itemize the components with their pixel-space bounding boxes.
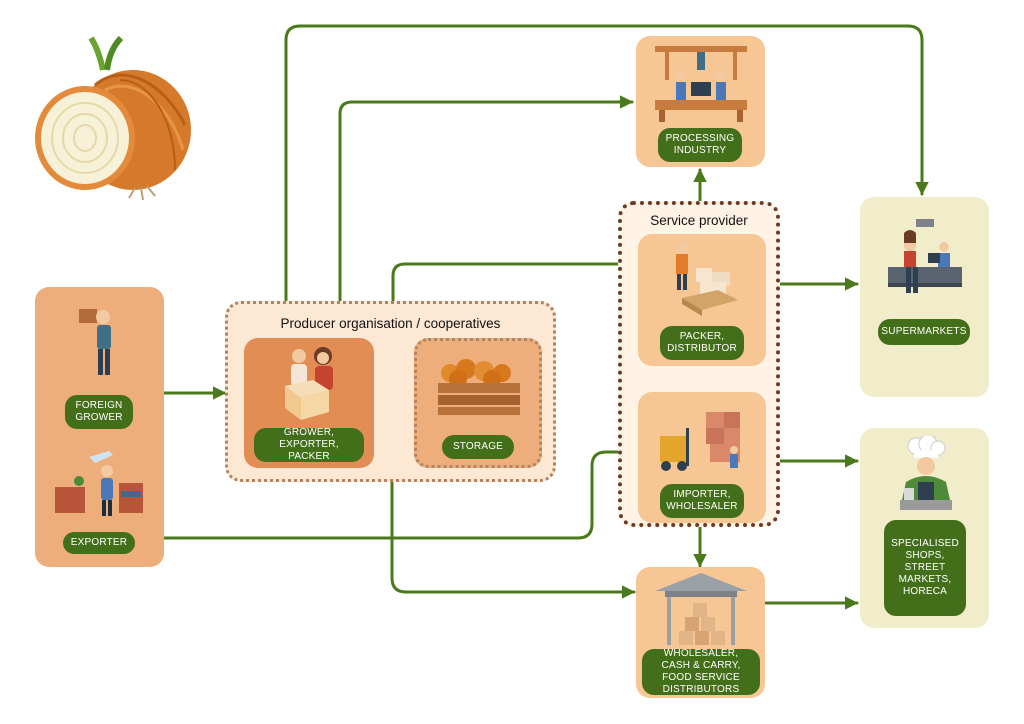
arrow-storage-to-packer: [391, 257, 636, 302]
node-label-storage: STORAGE: [442, 435, 514, 459]
node-label-importer-wholesaler: IMPORTER, WHOLESALER: [660, 484, 744, 518]
node-label-supermarkets: SUPERMARKETS: [878, 319, 970, 345]
node-packer-distributor: PACKER, DISTRIBUTOR: [638, 234, 766, 366]
source-box: FOREIGN GROWER EXPORTER: [35, 287, 164, 567]
arrow-producer-to-processing: [338, 95, 634, 302]
warehouse-boxes-icon: [655, 573, 747, 645]
node-label-packer-distributor: PACKER, DISTRIBUTOR: [660, 326, 744, 360]
onion-icon: [35, 35, 191, 201]
node-grower-exporter-packer: GROWER, EXPORTER, PACKER: [244, 338, 374, 468]
node-wholesaler-cash-carry: WHOLESALER, CASH & CARRY, FOOD SERVICE D…: [636, 567, 765, 698]
node-importer-wholesaler: IMPORTER, WHOLESALER: [638, 392, 766, 523]
producer-group-title: Producer organisation / cooperatives: [280, 316, 501, 331]
node-supermarkets: SUPERMARKETS: [860, 197, 989, 397]
node-label-processing-industry: PROCESSING INDUSTRY: [658, 128, 742, 162]
node-label-exporter: EXPORTER: [63, 532, 135, 554]
workers-packing-box-icon: [285, 347, 333, 420]
service-group-title: Service provider: [650, 213, 748, 228]
node-specialised-shops: SPECIALISED SHOPS, STREET MARKETS, HOREC…: [860, 428, 989, 628]
arrow-exporter-to-importer: [161, 445, 636, 540]
factory-workers-icon: [655, 46, 747, 122]
arrow-producer-to-wholesaler: [390, 480, 636, 599]
node-label-specialised-shops: SPECIALISED SHOPS, STREET MARKETS, HOREC…: [884, 520, 966, 616]
farmer-with-crate-icon: [79, 309, 111, 375]
node-label-foreign-grower: FOREIGN GROWER: [65, 395, 133, 429]
arrow-producer-to-supermarkets: [284, 24, 929, 302]
node-label-grower-exporter-packer: GROWER, EXPORTER, PACKER: [254, 427, 364, 462]
chef-icon: [900, 436, 952, 510]
forklift-warehouse-icon: [660, 412, 740, 471]
supermarket-checkout-icon: [888, 219, 962, 293]
node-processing-industry: PROCESSING INDUSTRY: [636, 36, 765, 167]
onion-crate-icon: [438, 359, 520, 415]
service-provider-group: Service provider PACKER, DISTRIBUTOR: [618, 201, 780, 527]
node-label-wholesaler-cash-carry: WHOLESALER, CASH & CARRY, FOOD SERVICE D…: [642, 648, 760, 695]
node-storage: STORAGE: [414, 338, 542, 468]
worker-pallet-boxes-icon: [676, 242, 738, 316]
logistics-trade-icon: [55, 451, 143, 516]
producer-organisation-group: Producer organisation / cooperatives GRO…: [225, 301, 556, 482]
